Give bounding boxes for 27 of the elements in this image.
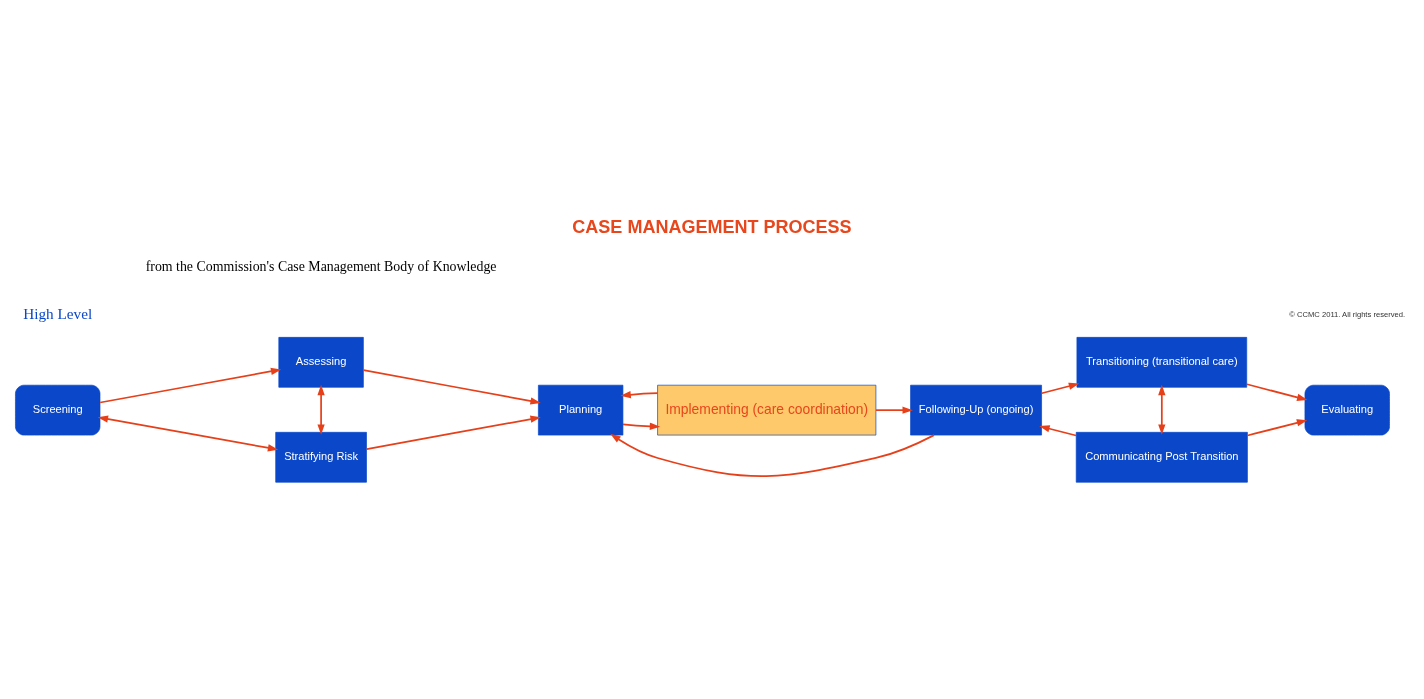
arrow [1040, 382, 1080, 395]
arrow [1039, 425, 1077, 437]
label: High Level [23, 305, 93, 323]
arrow [1158, 384, 1166, 435]
node-box: Transitioning (transitional care) [1076, 337, 1248, 388]
label: © CCMC 2011. All rights reserved. [1289, 310, 1406, 320]
arrow [99, 367, 282, 404]
arrow [875, 406, 913, 414]
arrow [317, 384, 325, 435]
arrow [365, 415, 541, 450]
caption: from the Commission's Case Management Body of Knowledge [145, 258, 497, 274]
arrow [610, 433, 935, 477]
node-box: Evaluating [1304, 384, 1390, 436]
node-box: Implementing (care coordination) [657, 384, 877, 436]
arrow [622, 422, 661, 430]
arrow [97, 415, 279, 452]
node-box: Planning [538, 384, 624, 436]
arrow [1246, 383, 1308, 401]
arrow [362, 369, 541, 405]
node-box: Following-Up (ongoing) [910, 384, 1042, 436]
arrow [620, 391, 659, 399]
arrow [1246, 419, 1308, 437]
node-box: Assessing [278, 337, 364, 388]
node-box: Communicating Post Transition [1075, 431, 1248, 483]
node-box: Stratifying Risk [275, 431, 367, 483]
node-box: Screening [15, 384, 101, 436]
diagram-title: CASE MANAGEMENT PROCESS [572, 217, 852, 238]
